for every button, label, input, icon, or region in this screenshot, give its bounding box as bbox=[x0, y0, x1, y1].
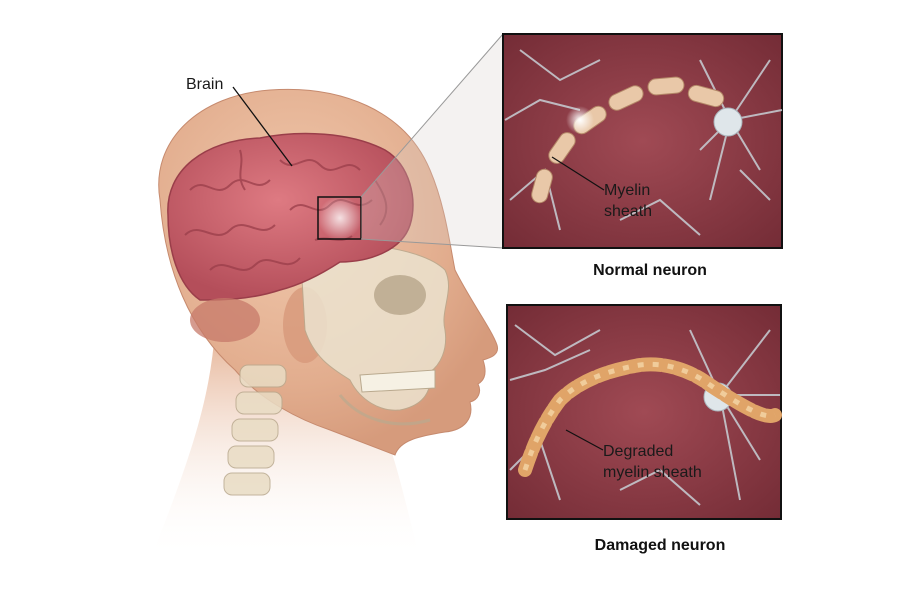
spine bbox=[223, 364, 287, 496]
jaw bbox=[338, 394, 431, 426]
myelin-label-line1: Myelin bbox=[604, 182, 651, 199]
callout-lines bbox=[361, 34, 503, 248]
damaged-neuron-caption: Damaged neuron bbox=[594, 537, 726, 554]
highlight-glow bbox=[318, 196, 362, 240]
brain-pointer-line bbox=[232, 86, 293, 167]
normal-neuron-caption: Normal neuron bbox=[593, 262, 707, 279]
degraded-myelin-label: Degraded myelin sheath bbox=[603, 441, 743, 483]
neck bbox=[150, 330, 420, 560]
magnified-region-box bbox=[317, 196, 362, 240]
node-glow bbox=[566, 106, 594, 134]
neuron-dendrites-damaged bbox=[509, 324, 780, 506]
cerebellum bbox=[190, 298, 260, 342]
eye-socket bbox=[374, 275, 426, 315]
degraded-pointer-line bbox=[565, 429, 604, 451]
normal-neuron-panel bbox=[502, 33, 783, 249]
damaged-neuron-panel bbox=[506, 304, 782, 520]
myelin-pointer-line bbox=[551, 156, 605, 191]
teeth bbox=[359, 369, 436, 393]
degraded-label-line1: Degraded bbox=[603, 443, 674, 460]
myelin-sheath-label: Myelin sheath bbox=[604, 180, 694, 222]
head-illustration bbox=[150, 33, 504, 560]
neuron-cell-body-normal bbox=[713, 107, 743, 137]
degraded-label-line2: myelin sheath bbox=[603, 464, 702, 481]
myelin-label-line2: sheath bbox=[604, 203, 653, 220]
brain-label: Brain bbox=[186, 76, 224, 93]
